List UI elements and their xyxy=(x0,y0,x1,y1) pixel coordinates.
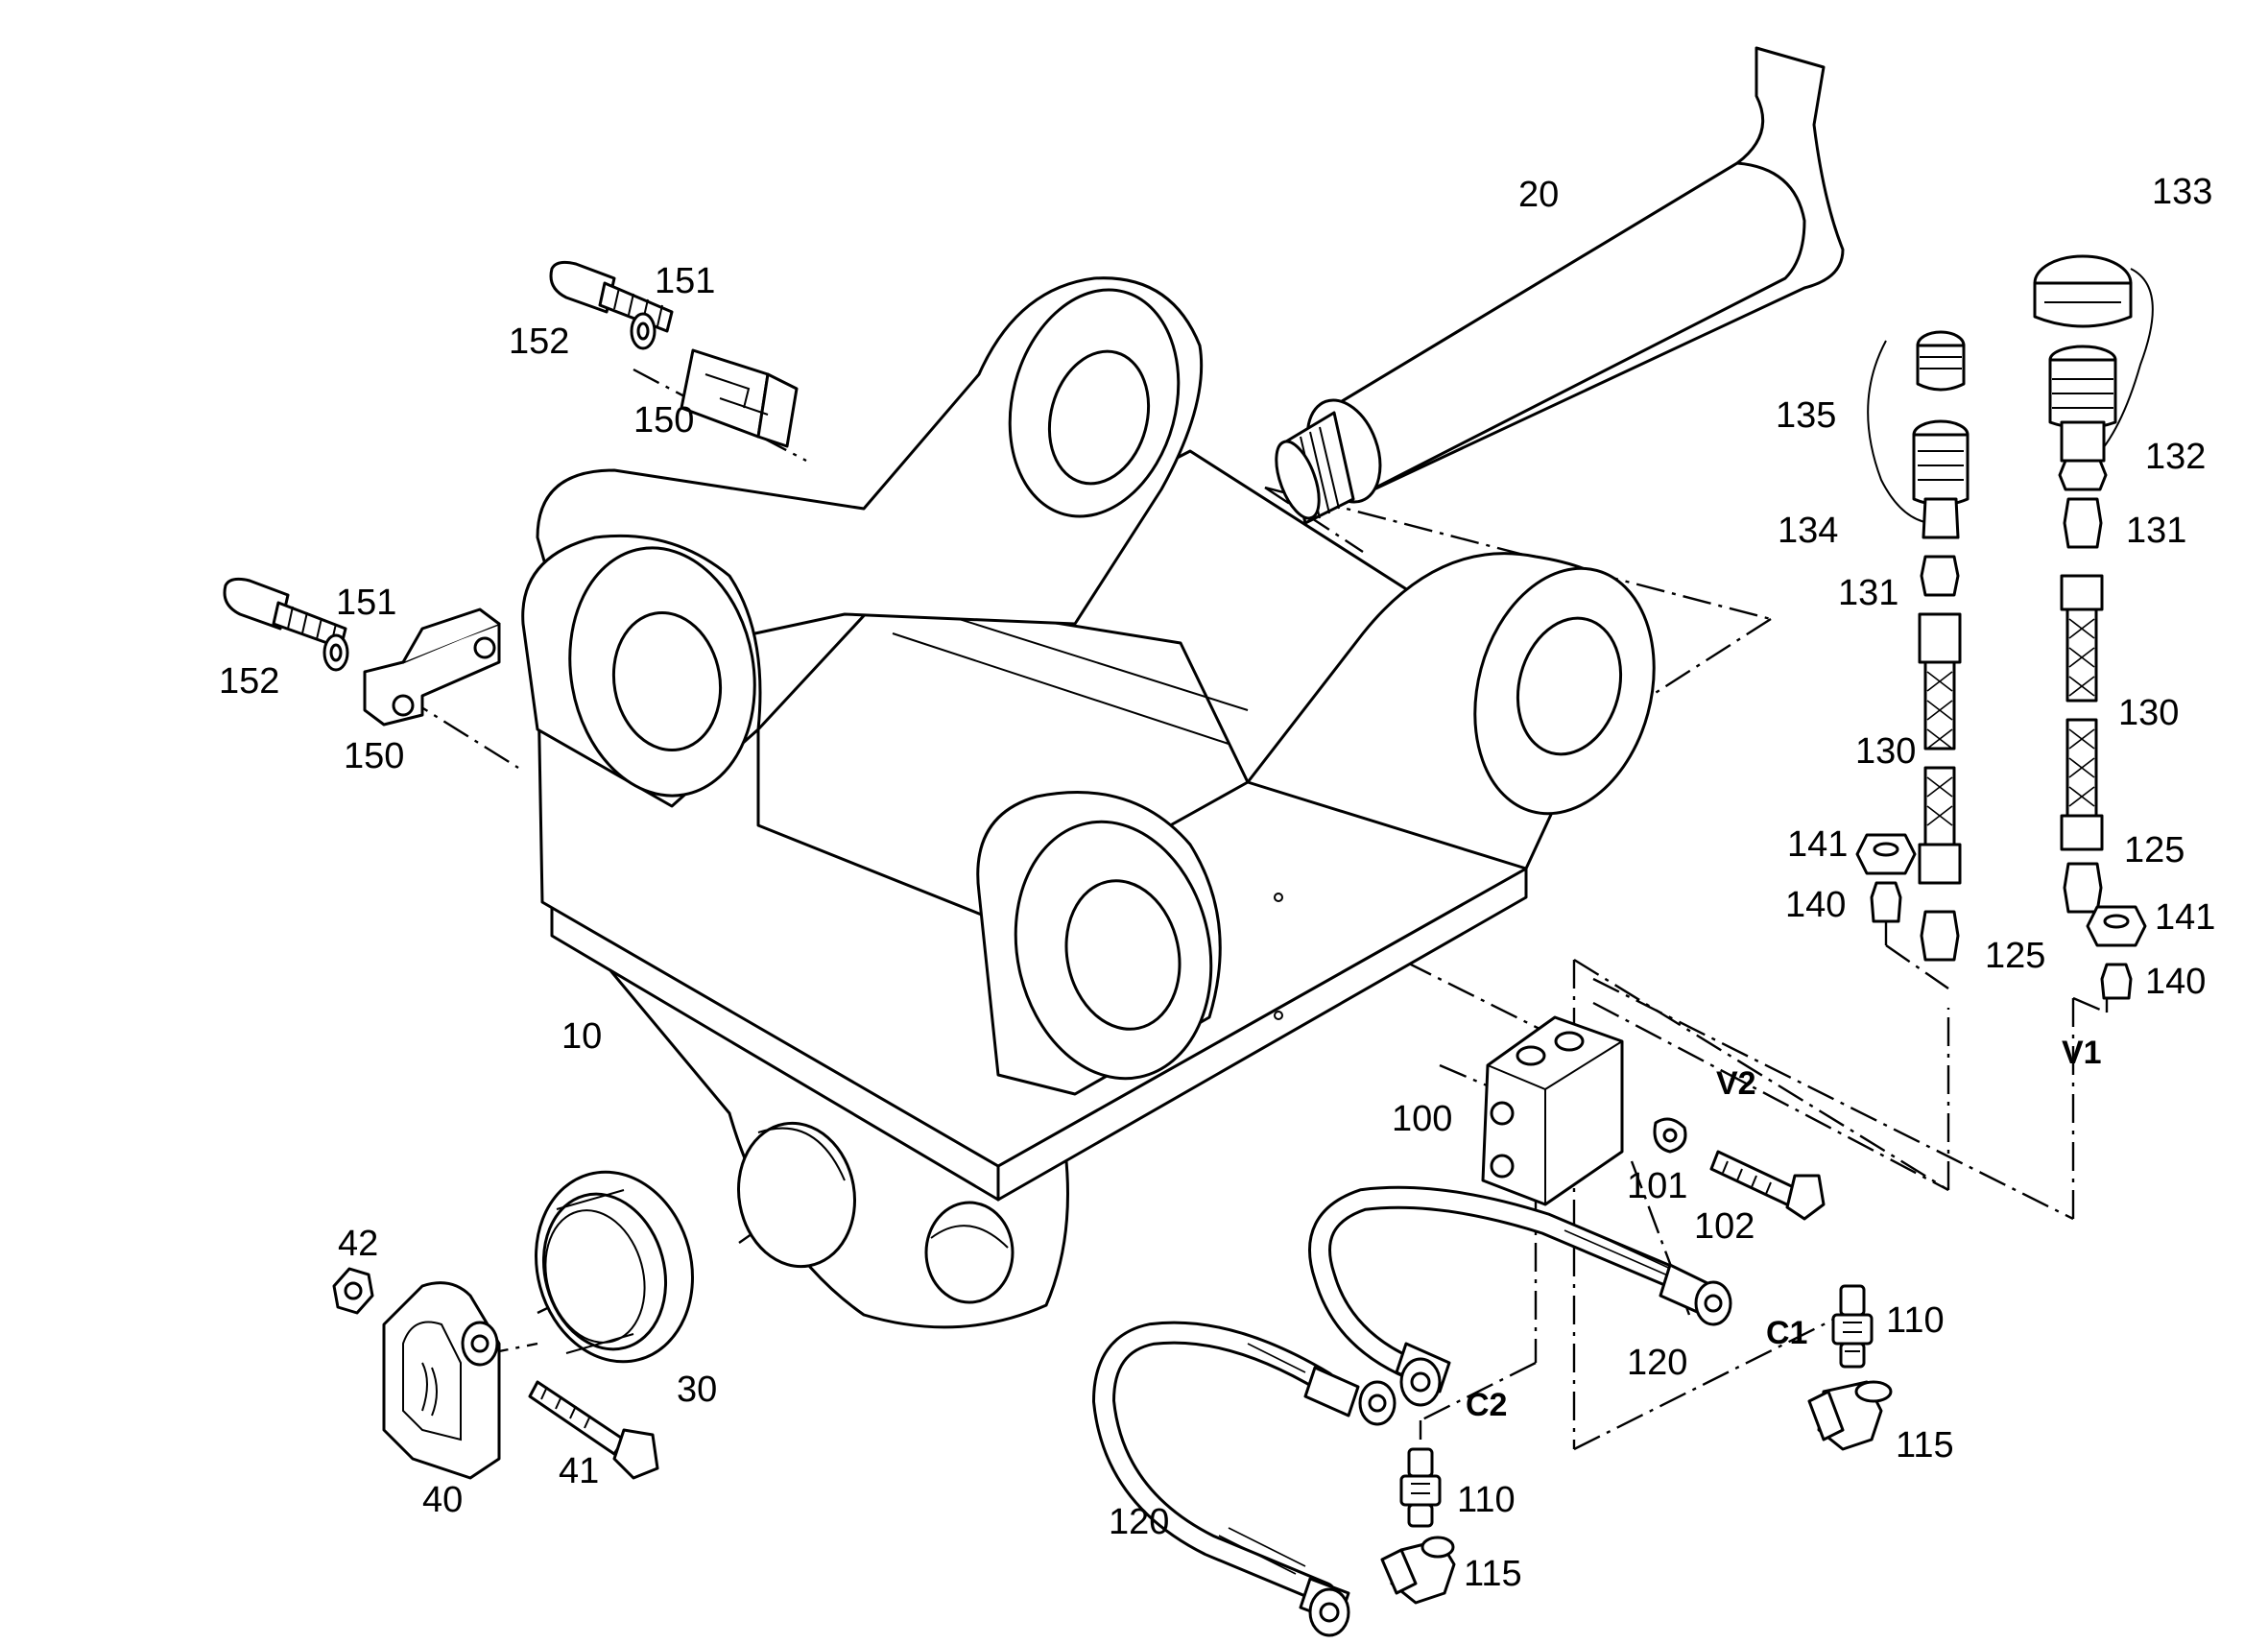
callout-150-upper: 150 xyxy=(633,400,694,441)
fitting-c1 xyxy=(1807,1284,1893,1451)
callout-110-c1: 110 xyxy=(1886,1300,1945,1341)
callout-20: 20 xyxy=(1518,175,1559,215)
callout-120-upper: 120 xyxy=(1627,1343,1687,1383)
plugs-and-nuts xyxy=(1855,833,2147,1000)
port-label-c1: C1 xyxy=(1766,1315,1807,1351)
callout-30: 30 xyxy=(677,1370,717,1410)
callout-130-right: 130 xyxy=(2118,693,2179,733)
callout-115-c1: 115 xyxy=(1896,1425,1954,1465)
callout-141-left: 141 xyxy=(1787,824,1848,865)
hose-upper xyxy=(1308,1185,1732,1407)
port-label-c2: C2 xyxy=(1466,1387,1507,1423)
bushing xyxy=(535,1170,694,1364)
port-label-v1: V1 xyxy=(2062,1035,2102,1071)
callout-41: 41 xyxy=(559,1451,599,1491)
callout-141-right: 141 xyxy=(2155,897,2215,938)
callout-labels: 10 20 30 40 41 42 100 101 102 110 110 11… xyxy=(219,172,2215,1594)
lock-pin xyxy=(1275,46,1845,525)
callout-134: 134 xyxy=(1778,511,1838,551)
callout-40: 40 xyxy=(422,1480,463,1520)
callout-151-lower: 151 xyxy=(336,583,396,623)
port-labels: V1 V2 C1 C2 xyxy=(1466,1035,2102,1423)
callout-125-left: 125 xyxy=(1985,936,2045,976)
port-label-v2: V2 xyxy=(1716,1065,1756,1102)
callout-131-right: 131 xyxy=(2126,511,2186,551)
coupling-stack-v2 xyxy=(1867,330,1970,962)
pin-retainer-upper xyxy=(549,260,799,448)
callout-132: 132 xyxy=(2145,437,2206,477)
callout-101: 101 xyxy=(1627,1166,1687,1206)
hook-lock xyxy=(332,1267,659,1480)
callout-133: 133 xyxy=(2152,172,2212,212)
callout-130-left: 130 xyxy=(1855,731,1916,772)
callout-150-lower: 150 xyxy=(344,736,404,776)
callout-131-left: 131 xyxy=(1838,573,1898,613)
callout-115-c2: 115 xyxy=(1464,1554,1522,1594)
coupler-frame xyxy=(521,276,1656,1329)
callout-42: 42 xyxy=(338,1224,378,1264)
coupling-stack-v1 xyxy=(2033,254,2154,914)
callout-125-right: 125 xyxy=(2124,830,2184,870)
leader-lines xyxy=(402,368,2109,1451)
callout-140-left: 140 xyxy=(1785,885,1846,925)
callout-140-right: 140 xyxy=(2145,962,2206,1002)
callout-151-upper: 151 xyxy=(655,261,715,301)
callout-110-c2: 110 xyxy=(1457,1480,1516,1520)
callout-152-upper: 152 xyxy=(509,322,569,362)
fitting-c2 xyxy=(1380,1447,1456,1605)
pin-retainer-lower xyxy=(223,577,501,727)
valve-block xyxy=(1481,1015,1826,1221)
hose-lower xyxy=(1091,1321,1397,1637)
callout-120-lower: 120 xyxy=(1109,1502,1169,1542)
callout-152-lower: 152 xyxy=(219,661,279,702)
callout-10: 10 xyxy=(561,1016,602,1057)
callout-102: 102 xyxy=(1694,1206,1755,1247)
callout-135: 135 xyxy=(1776,395,1836,436)
callout-100: 100 xyxy=(1392,1099,1452,1139)
